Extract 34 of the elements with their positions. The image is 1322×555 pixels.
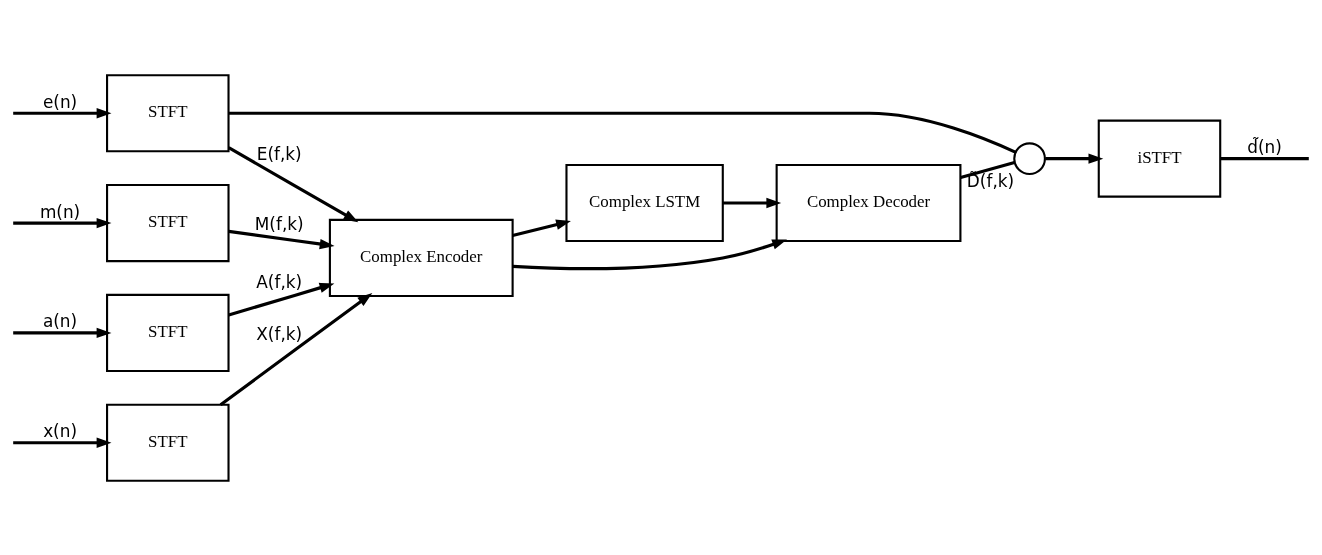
edge-label: A(f,k): [256, 271, 303, 292]
arrow: [227, 145, 359, 222]
node-box: STFT: [106, 293, 230, 372]
node-box: STFT: [106, 73, 230, 152]
arrow: [722, 197, 782, 208]
arrow: [13, 327, 112, 338]
node-box: STFT: [106, 183, 230, 262]
arrow: [13, 437, 112, 448]
arrow: [512, 239, 787, 270]
edge-label: M(f,k): [254, 213, 304, 234]
edge-label: e(n): [42, 91, 78, 112]
node-label: D̃(f,k): [966, 170, 1015, 191]
edge-label: E(f,k): [256, 143, 302, 163]
edge-label: a(n): [42, 310, 78, 331]
arrow: [13, 107, 112, 118]
arrow: [512, 219, 571, 237]
arrow: [13, 217, 112, 228]
node-box: iSTFT: [1097, 119, 1222, 198]
connector: [960, 160, 1015, 179]
edge-label: x(n): [43, 420, 77, 441]
arrow: [228, 282, 335, 317]
node-box: Complex Encoder: [328, 218, 514, 297]
edge-label: X(f,k): [256, 323, 303, 344]
connector: [1220, 156, 1309, 160]
edge-label: d̃(n): [1247, 136, 1282, 157]
node-box: STFT: [106, 403, 230, 482]
edge-label: m(n): [39, 201, 81, 222]
arrow: [1045, 152, 1104, 164]
arrow: [228, 229, 335, 249]
connector: [228, 111, 1016, 154]
arrow: [219, 292, 373, 406]
node-box: Complex Decoder: [775, 163, 962, 242]
node-box: Complex LSTM: [565, 163, 724, 242]
node-circle: [1013, 141, 1046, 175]
